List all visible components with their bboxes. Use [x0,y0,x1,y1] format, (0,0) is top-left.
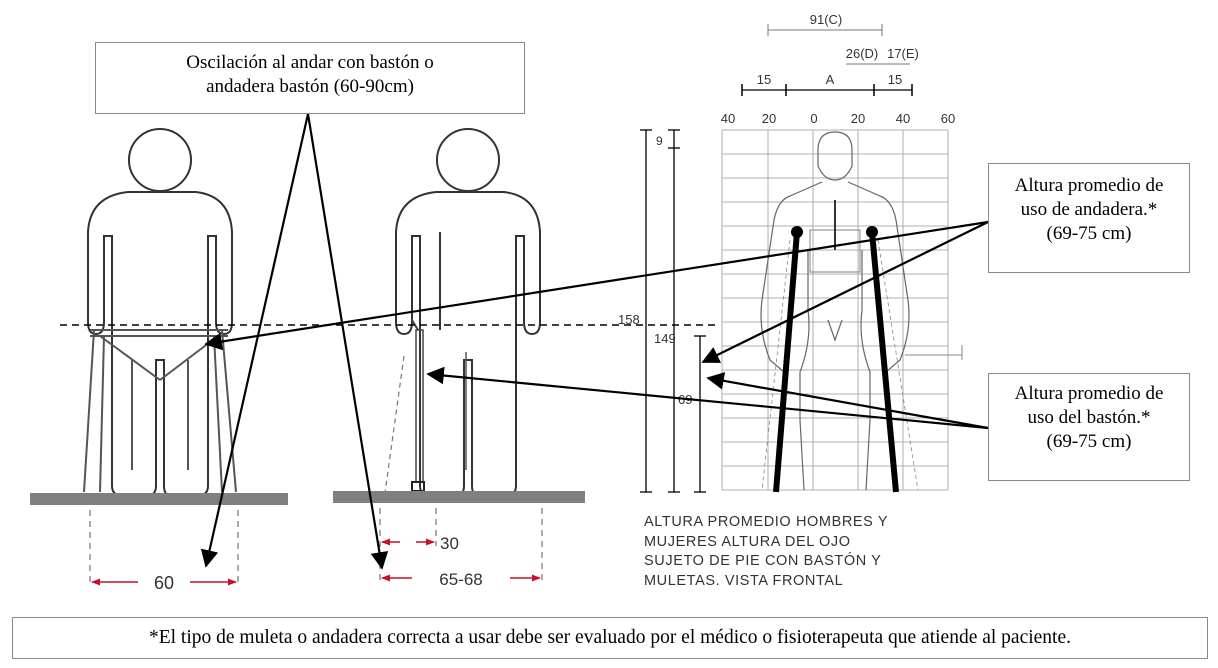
callout-cane-height: Altura promedio de uso del bastón.* (69-… [988,373,1190,481]
grid-tick-4: 40 [896,111,910,126]
caption-line-2: MUJERES ALTURA DEL OJO [644,533,851,550]
frontal-view-caption: ALTURA PROMEDIO HOMBRES Y MUJERES ALTURA… [644,513,888,591]
arrow-cane-height-left [426,366,989,430]
frontal-body [760,181,910,491]
figure-frontal-grid: 40 20 0 20 40 60 91(C) 26(D) 17(E) 15 A … [618,12,963,493]
dim-15-right: 15 [888,72,902,87]
callout-walker-line-3: (69-75 cm) [1046,223,1132,244]
crutch-right [869,231,899,493]
arrow-cane-height-right [706,372,989,430]
dim-15-left: 15 [757,72,771,87]
crutch-left [773,231,800,493]
cane-offset-label: 30 [440,534,459,553]
callout-walker-line-1: Altura promedio de [1014,175,1164,196]
head-walker-figure [128,128,192,192]
callout-arrows [200,113,989,570]
label-149: 149 [654,331,676,346]
callout-swing-line-2: andadera bastón (60-90cm) [206,76,414,97]
grid-tick-2: 0 [810,111,817,126]
callout-cane-line-1: Altura promedio de [1014,383,1164,404]
frontal-head [817,131,853,181]
arrow-swing-to-walker [200,113,310,568]
walker-width-label: 60 [154,573,174,593]
figure-walker: 60 [30,128,288,593]
caption-line-3: SUJETO DE PIE CON BASTÓN Y [644,553,882,569]
label-158: 158 [618,312,640,327]
callout-swing: Oscilación al andar con bastón o andader… [95,42,525,114]
body-cane-figure [395,191,541,497]
dim-91c: 91(C) [810,12,843,27]
walker-frame [83,329,237,493]
caption-line-1: ALTURA PROMEDIO HOMBRES Y [644,514,889,530]
label-9: 9 [656,134,663,148]
arrow-walker-height-right [701,221,989,363]
arrow-walker-height-left [204,220,989,351]
callout-cane-line-3: (69-75 cm) [1046,431,1132,452]
head-cane-figure [436,128,500,192]
callout-swing-line-1: Oscilación al andar con bastón o [186,52,434,73]
footnote: *El tipo de muleta o andadera correcta a… [12,617,1208,659]
grid-tick-3: 20 [851,111,865,126]
floor-walker [30,493,288,505]
grid-tick-5: 60 [941,111,955,126]
callout-walker-height: Altura promedio de uso de andadera.* (69… [988,163,1190,273]
cane-width-label: 65-68 [439,570,482,589]
arrow-swing-to-cane [306,113,389,570]
grid-tick-0: 40 [721,111,735,126]
caption-line-4: MULETAS. VISTA FRONTAL [644,572,844,589]
dim-17e: 17(E) [887,46,919,61]
dim-26d: 26(D) [846,46,879,61]
dim-a: A [826,72,835,87]
floor-cane [333,491,585,503]
figure-cane: 30 65-68 [333,128,585,589]
grid-tick-1: 20 [762,111,776,126]
callout-cane-line-2: uso del bastón.* [1027,407,1151,428]
callout-walker-line-2: uso de andadera.* [1020,199,1158,220]
